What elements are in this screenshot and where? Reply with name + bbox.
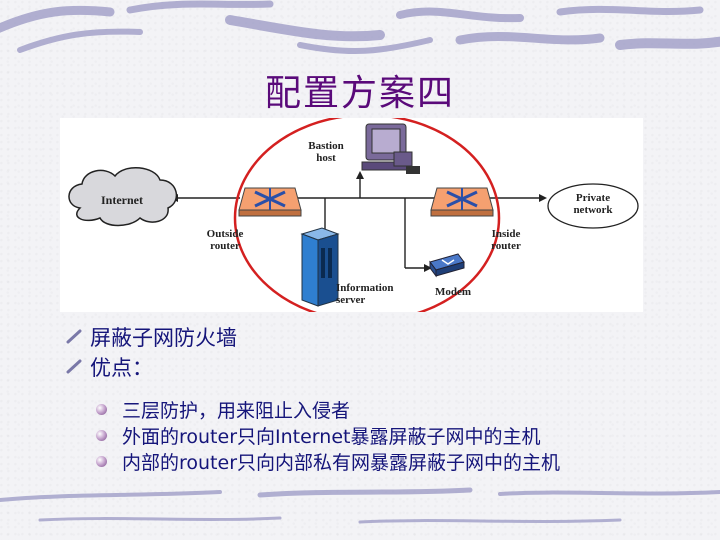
network-diagram: Internet Bastion host Outside router Ins…: [60, 118, 643, 312]
bastion-host-icon: [361, 123, 420, 174]
label-information-server: Information server: [336, 282, 394, 306]
sub-bullet-text: 内部的router只向内部私有网暴露屏蔽子网中的主机: [122, 452, 561, 474]
cloud-icon: [68, 167, 178, 227]
sub-bullet-text: 外面的router只向Internet暴露屏蔽子网中的主机: [122, 426, 541, 448]
label-private-network: Private network: [573, 192, 613, 216]
label-bastion-host: Bastion host: [308, 140, 344, 164]
router-icon: [238, 187, 302, 217]
bead-bullet-icon: [96, 430, 107, 441]
bullet-text: 优点：: [90, 356, 153, 380]
bullet-text: 屏蔽子网防火墙: [90, 326, 237, 350]
bead-bullet-icon: [96, 456, 107, 467]
router-icon: [430, 187, 494, 217]
decorative-brush-strokes-top: [0, 0, 720, 55]
modem-icon: [429, 253, 465, 278]
label-inside-router: Inside router: [491, 228, 521, 252]
server-icon: [300, 227, 340, 307]
brush-bullet-icon: [66, 359, 82, 374]
sub-bullet-text: 三层防护，用来阻止入侵者: [122, 400, 351, 422]
label-internet: Internet: [101, 193, 143, 207]
label-outside-router: Outside router: [206, 228, 244, 252]
label-modem: Modem: [434, 286, 472, 298]
slide-title: 配置方案四: [264, 73, 455, 114]
bead-bullet-icon: [96, 404, 107, 415]
private-network-ellipse: [547, 183, 639, 229]
decorative-brush-strokes-bottom: [0, 487, 720, 524]
highlight-circle: [233, 118, 501, 312]
brush-bullet-icon: [66, 329, 82, 344]
